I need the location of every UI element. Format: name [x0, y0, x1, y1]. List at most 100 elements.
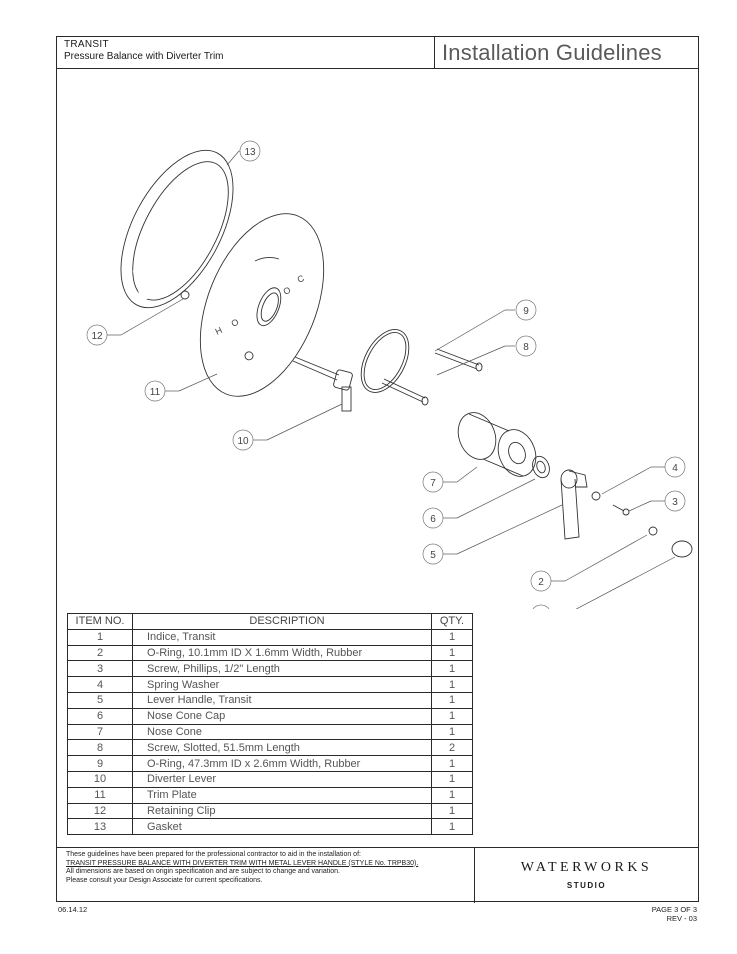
callout-label: 5 [430, 550, 436, 561]
cell-qty: 1 [431, 628, 473, 646]
callout-label: 10 [237, 436, 249, 447]
cell-item: 2 [67, 644, 133, 662]
cell-item: 11 [67, 786, 133, 804]
plate-letter: O [230, 317, 241, 329]
footer-disclaimer: These guidelines have been prepared for … [57, 848, 475, 903]
cell-qty: 1 [431, 786, 473, 804]
cell-qty: 1 [431, 723, 473, 741]
callout-13 [239, 140, 261, 162]
cell-item: 8 [67, 739, 133, 757]
cell-description: Diverter Lever [132, 770, 432, 788]
cell-item: 3 [67, 660, 133, 678]
cell-item: 9 [67, 755, 133, 772]
callout-label: 9 [523, 306, 529, 317]
callout-label: 8 [523, 342, 529, 353]
trim-plate-part [199, 213, 325, 397]
brand-name: WATERWORKS [520, 860, 653, 875]
cell-description: Trim Plate [132, 786, 432, 804]
cell-item: 13 [67, 818, 133, 836]
brand-subname: STUDIO [566, 881, 607, 890]
cell-qty: 1 [431, 644, 473, 662]
retaining-clip-part [180, 290, 190, 300]
diverter-lever-part [292, 356, 353, 412]
cell-qty: 1 [431, 660, 473, 678]
callout-11 [144, 380, 166, 402]
product-subtitle: Pressure Balance with Diverter Trim [64, 51, 224, 62]
header-product-block: TRANSIT Pressure Balance with Diverter T… [57, 37, 435, 69]
cell-description: Nose Cone Cap [132, 707, 432, 725]
cell-qty: 1 [431, 707, 473, 725]
callout-label: 11 [150, 387, 161, 398]
slotted-screw-lower-part [381, 378, 429, 406]
cell-description: Screw, Slotted, 51.5mm Length [132, 739, 432, 757]
cell-qty: 1 [431, 676, 473, 693]
callout-6 [422, 507, 444, 529]
cell-description: O-Ring, 47.3mm ID x 2.6mm Width, Rubber [132, 755, 432, 772]
callout-10 [232, 429, 254, 451]
document-title: Installation Guidelines [435, 37, 698, 69]
cell-qty: 1 [431, 818, 473, 836]
leader-lines [107, 150, 676, 609]
lever-handle-part [560, 469, 588, 540]
cell-qty: 2 [431, 739, 473, 757]
cell-item: 12 [67, 802, 133, 820]
callout-label: 2 [538, 577, 544, 588]
callout-8 [515, 335, 537, 357]
page-info: PAGE 3 OF 3 REV - 03 [652, 905, 697, 923]
cell-item: 4 [67, 676, 133, 693]
cell-description: Spring Washer [132, 676, 432, 693]
cell-item: 7 [67, 723, 133, 741]
callout-7 [422, 471, 444, 493]
plate-letter: H [214, 325, 224, 337]
callout-12 [86, 324, 108, 346]
cell-description: Indice, Transit [132, 628, 432, 646]
callout-label: 13 [244, 147, 256, 158]
cell-qty: 1 [431, 755, 473, 772]
disclaimer-product-line: TRANSIT PRESSURE BALANCE WITH DIVERTER T… [66, 859, 419, 867]
cell-description: Retaining Clip [132, 802, 432, 820]
cell-item: 1 [67, 628, 133, 646]
gasket-part [120, 149, 234, 309]
column-header-qty: QTY. [431, 613, 473, 630]
rotation-arrow-mark [254, 256, 280, 262]
cell-description: Lever Handle, Transit [132, 691, 432, 709]
footer: These guidelines have been prepared for … [57, 847, 698, 903]
page-number: PAGE 3 OF 3 [651, 905, 697, 914]
nose-cone-cap-part [532, 455, 550, 479]
table-header-row: ITEM NO. DESCRIPTION QTY. [67, 613, 473, 630]
phillips-screw-part [612, 504, 630, 516]
cell-qty: 1 [431, 770, 473, 788]
callout-label: 7 [430, 478, 436, 489]
callout-1 [532, 604, 550, 609]
document-date: 06.14.12 [58, 905, 88, 914]
page-frame: TRANSIT Pressure Balance with Diverter T… [56, 36, 699, 903]
spring-washer-part [591, 491, 601, 501]
o-ring-large-part [360, 329, 410, 393]
disclaimer-line: All dimensions are based on origin speci… [66, 868, 340, 876]
cell-qty: 1 [431, 802, 473, 820]
plate-letter: C [296, 273, 307, 285]
column-header-description: DESCRIPTION [132, 613, 432, 630]
plate-letter: O [282, 285, 293, 297]
cell-item: 6 [67, 707, 133, 725]
disclaimer-line: These guidelines have been prepared for … [66, 851, 361, 858]
column-header-item: ITEM NO. [67, 613, 133, 630]
cell-description: O-Ring, 10.1mm ID X 1.6mm Width, Rubber [132, 644, 432, 662]
callout-label: 12 [91, 331, 103, 342]
nose-cone-part [457, 412, 537, 477]
disclaimer-line: Please consult your Design Associate for… [66, 876, 263, 884]
brand-logo: WATERWORKS STUDIO [475, 848, 698, 903]
callout-5 [422, 543, 444, 565]
